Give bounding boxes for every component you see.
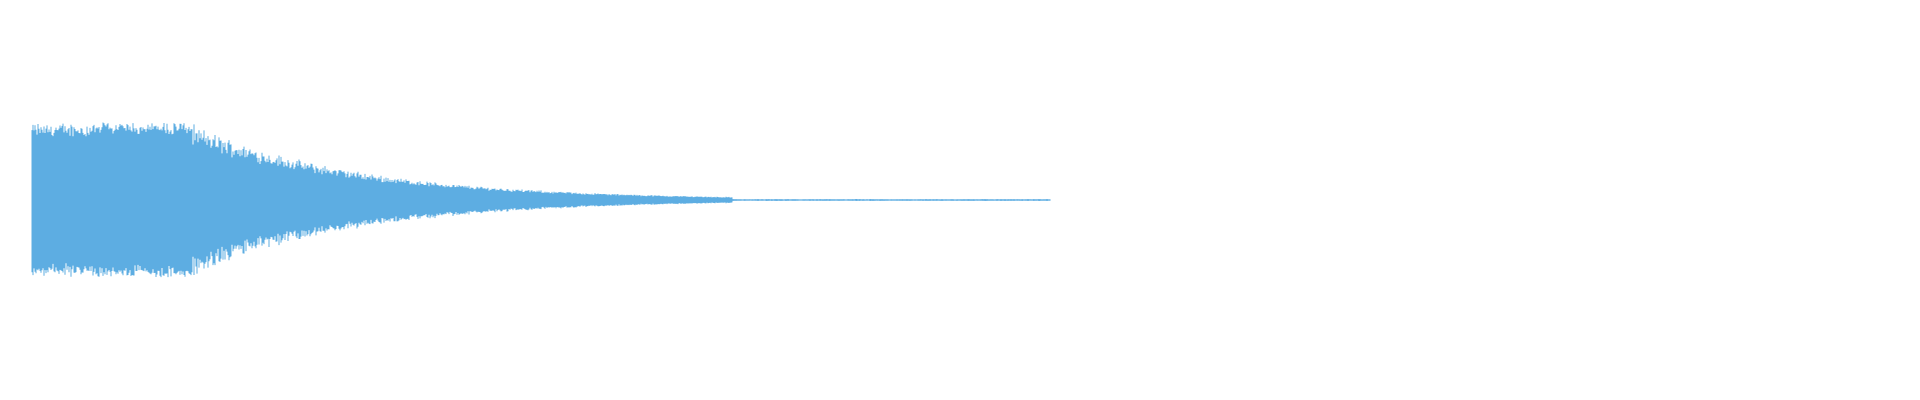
waveform-plot[interactable] (0, 0, 1920, 400)
waveform-view[interactable] (0, 0, 1920, 400)
